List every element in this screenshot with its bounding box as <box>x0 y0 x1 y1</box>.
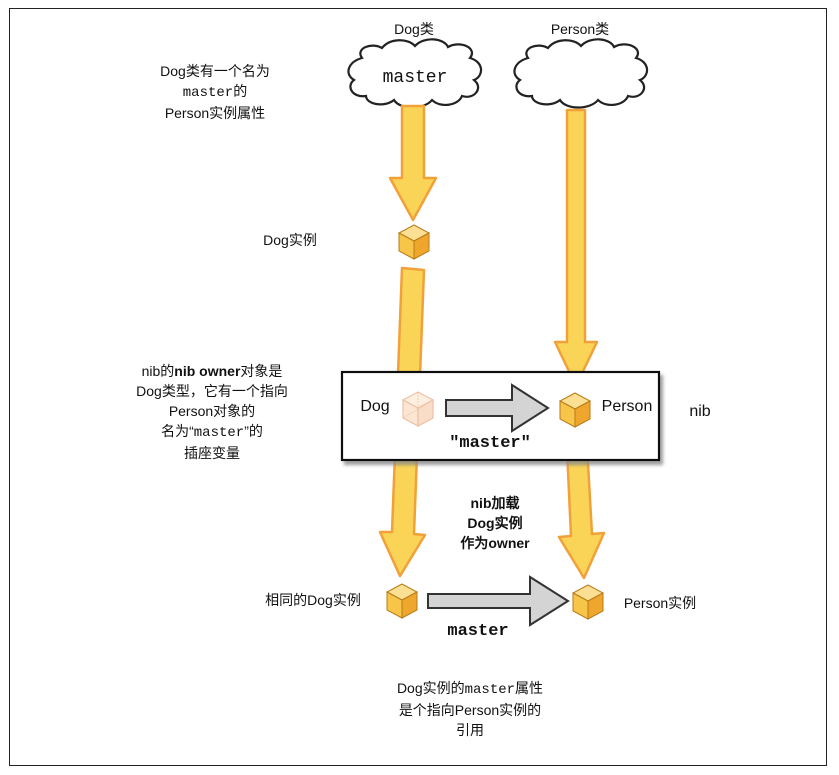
nib-label: nib <box>689 403 711 420</box>
nib-person-label: Person <box>601 398 653 415</box>
note-line: Person实例属性 <box>164 105 266 121</box>
same-dog-instance-label: 相同的Dog实例 <box>265 592 361 608</box>
person-class-cloud <box>513 38 649 109</box>
note-bold: nib owner <box>174 363 241 379</box>
master-reference-label: master <box>447 622 509 641</box>
note-text: 作为 <box>460 535 489 551</box>
note-text: 的 <box>233 83 248 99</box>
note-bold: owner <box>488 535 530 551</box>
note-line: Dog类型，它有一个指向 <box>136 383 288 399</box>
note-line: Dog实例 <box>467 515 523 531</box>
note-text: ”的 <box>244 423 263 439</box>
nib-loading-note: nib加载 Dog实例 作为owner <box>440 493 550 553</box>
note-text: nib的 <box>141 363 175 379</box>
nib-dog-label: Dog <box>360 398 390 415</box>
note-text: Dog实例的 <box>396 680 465 696</box>
nib-person-cube-icon <box>558 392 592 428</box>
dog-class-header: Dog类 <box>394 21 434 37</box>
dog-class-property-note: Dog类有一个名为 master的 Person实例属性 <box>150 61 280 123</box>
note-code: master <box>464 682 516 698</box>
note-line: Person对象的 <box>168 403 256 419</box>
person-class-header: Person类 <box>550 21 610 37</box>
note-text: 对象是 <box>240 363 283 379</box>
dog-cloud-text: master <box>382 68 448 88</box>
note-line: 是个指向Person实例的 <box>398 702 542 718</box>
note-line: master的 <box>150 81 280 103</box>
note-line: 名为“master”的 <box>112 421 312 443</box>
master-reference-note: Dog实例的master属性 是个指向Person实例的 引用 <box>370 678 570 740</box>
note-line: Dog实例的master属性 <box>370 678 570 700</box>
dog-instance-cube-icon <box>397 224 431 260</box>
nib-dog-placeholder-cube-icon <box>401 391 435 427</box>
note-text: 名为“ <box>161 423 194 439</box>
note-code: master <box>182 85 234 101</box>
note-line: 作为owner <box>440 533 550 553</box>
dog-class-cloud <box>347 38 483 109</box>
person-instance-label: Person实例 <box>623 595 697 611</box>
class-to-dog-instance-arrow <box>388 104 438 222</box>
note-line: nib的nib owner对象是 <box>112 361 312 381</box>
note-code: master <box>193 425 245 441</box>
note-line: 引用 <box>456 722 484 738</box>
nib-outlet-arrow <box>445 383 550 433</box>
person-class-to-nib-person-arrow <box>553 108 599 388</box>
note-line: Dog类有一个名为 <box>160 63 270 79</box>
note-line: 插座变量 <box>184 445 240 461</box>
note-text: 属性 <box>515 680 544 696</box>
nib-outlet-label: "master" <box>449 434 531 453</box>
dog-instance-label: Dog实例 <box>263 232 317 248</box>
nib-owner-note: nib的nib owner对象是 Dog类型，它有一个指向 Person对象的 … <box>112 361 312 463</box>
master-reference-arrow <box>427 575 570 627</box>
diagram-frame <box>9 8 827 766</box>
person-instance-cube-icon <box>571 584 605 620</box>
same-dog-instance-cube-icon <box>385 583 419 619</box>
note-line: nib加载 <box>470 495 520 511</box>
